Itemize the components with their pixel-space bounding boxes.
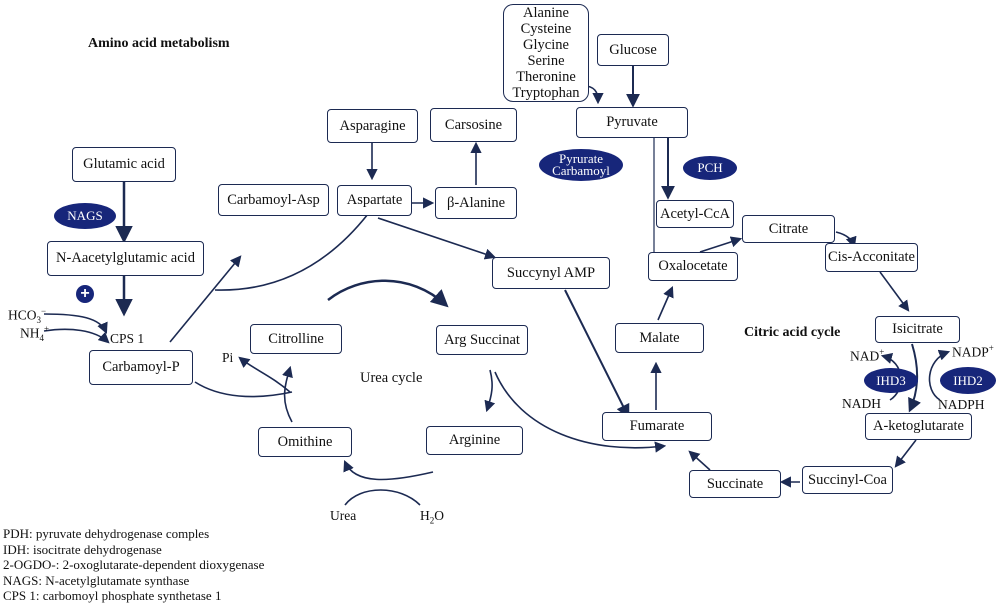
succinate-node: Succinate	[689, 470, 781, 498]
legend-item: IDH: isocitrate dehydrogenase	[3, 541, 162, 557]
hco3-label: HCO3−	[8, 306, 47, 326]
glutamic-acid-node: Glutamic acid	[72, 147, 176, 182]
malate-node: Malate	[615, 323, 704, 353]
amino-acid-label: Glycine	[523, 37, 569, 53]
pi-label: Pi	[222, 350, 234, 365]
oxalocetate-node: Oxalocetate	[648, 252, 738, 281]
nadph-label: NADPH	[938, 397, 985, 412]
legend-item: PDH: pyruvate dehydrogenase comples	[3, 526, 210, 541]
beta-alanine-node: β-Alanine	[435, 187, 517, 219]
a-ketoglutarate-node: A-ketoglutarate	[865, 413, 972, 440]
abbreviation-legend: PDH: pyruvate dehydrogenase comples IDH:…	[3, 526, 264, 604]
cis-acconitate-node: Cis-Acconitate	[825, 243, 918, 272]
n-acetylglutamic-acid-node: N-Aacetylglutamic acid	[47, 241, 204, 276]
amino-acid-label: Theronine	[516, 69, 576, 85]
isicitrate-node: Isicitrate	[875, 316, 960, 343]
urea-cycle-label: Urea cycle	[360, 370, 423, 386]
carbamoyl-asp-node: Carbamoyl-Asp	[218, 184, 329, 216]
citric-acid-cycle-label: Citric acid cycle	[744, 325, 841, 340]
amino-acid-label: Cysteine	[520, 21, 572, 37]
carbamoyl-p-node: Carbamoyl-P	[89, 350, 193, 385]
glucose-node: Glucose	[597, 34, 669, 66]
arg-succinat-node: Arg Succinat	[436, 325, 528, 355]
h2o-label: H2O	[420, 508, 444, 526]
citrolline-node: Citrolline	[250, 324, 342, 354]
ihd2-enzyme-badge: IHD2	[940, 367, 996, 394]
pch-enzyme-badge: PCH	[683, 156, 737, 180]
carsosine-node: Carsosine	[430, 108, 517, 142]
urea-label: Urea	[330, 508, 357, 523]
succinyl-coa-node: Succinyl-Coa	[802, 466, 893, 494]
diagram-title: Amino acid metabolism	[88, 36, 230, 51]
omithine-node: Omithine	[258, 427, 352, 457]
pyruvate-node: Pyruvate	[576, 107, 688, 138]
aspartate-node: Aspartate	[337, 185, 412, 216]
amino-acids-node: Alanine Cysteine Glycine Serine Theronin…	[503, 4, 589, 102]
succynyl-amp-node: Succynyl AMP	[492, 257, 610, 289]
nadp-label: NADP+	[952, 343, 994, 360]
citrate-node: Citrate	[742, 215, 835, 243]
fumarate-node: Fumarate	[602, 412, 712, 441]
legend-item: CPS 1: carbomoyl phosphate synthetase 1	[3, 588, 222, 603]
nad-label: NAD+	[850, 347, 885, 364]
pyrurate-carbamoyl-enzyme-badge: Pyrurate Carbamoyl	[539, 149, 623, 181]
arginine-node: Arginine	[426, 426, 523, 455]
amino-acid-label: Alanine	[523, 5, 569, 21]
enzyme-label: Pyrurate	[558, 151, 604, 166]
ihd3-enzyme-badge: IHD3	[864, 368, 918, 393]
plus-icon: +	[76, 285, 94, 303]
asparagine-node: Asparagine	[327, 109, 418, 143]
acetyl-coa-node: Acetyl-CcA	[656, 200, 734, 228]
nh4-label: NH4+	[20, 324, 50, 344]
cps1-label: CPS 1	[110, 331, 145, 346]
legend-item: NAGS: N-acetylglutamate synthase	[3, 572, 190, 588]
amino-acid-label: Tryptophan	[512, 85, 580, 101]
enzyme-label: Carbamoyl	[552, 163, 610, 178]
amino-acid-label: Serine	[527, 53, 565, 69]
nadh-label: NADH	[842, 396, 881, 411]
nags-enzyme-badge: NAGS	[54, 203, 116, 229]
legend-item: 2-OGDO-: 2-oxoglutarate-dependent dioxyg…	[3, 557, 265, 572]
